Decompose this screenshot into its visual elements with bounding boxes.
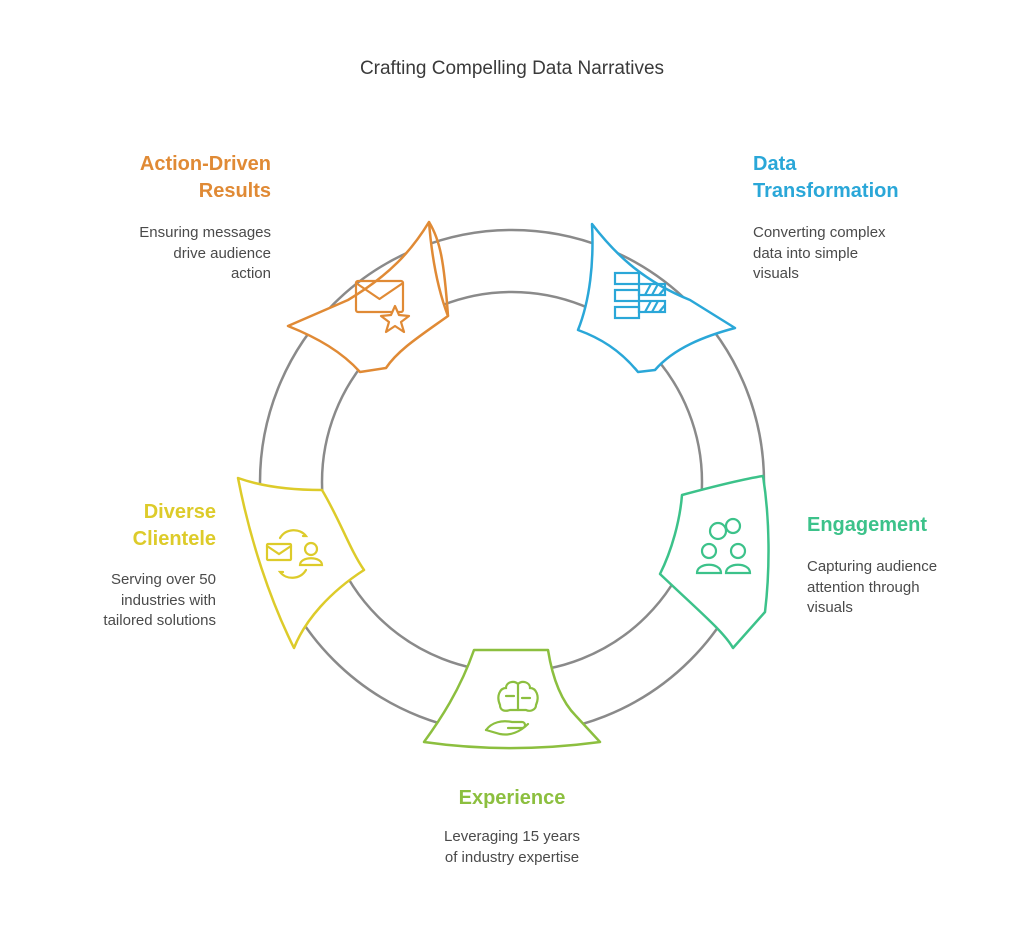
heading-line: Diverse (143, 501, 216, 523)
segment-action-driven-results[interactable] (286, 220, 450, 374)
desc-line: visuals (807, 599, 853, 616)
heading-diverse-clientele: Diverse Clientele (133, 499, 216, 553)
desc-line: Ensuring messages (139, 224, 271, 241)
segment-diverse-clientele[interactable] (236, 476, 366, 650)
heading-data-transformation: Data Transformation (753, 151, 899, 205)
heading-line: Transformation (753, 180, 899, 202)
desc-engagement: Capturing audience attention through vis… (807, 557, 937, 619)
heading-engagement: Engagement (807, 512, 927, 539)
desc-line: Serving over 50 (110, 571, 216, 588)
heading-line: Results (198, 180, 271, 202)
chart-stack-icon (613, 271, 667, 320)
desc-line: Leveraging 15 years (444, 828, 580, 845)
desc-line: of industry expertise (444, 848, 580, 866)
desc-experience: Leveraging 15 years of industry expertis… (312, 827, 712, 868)
heading-line: Experience (458, 787, 566, 809)
segment-engagement[interactable] (658, 474, 770, 650)
heading-line: Action-Driven (139, 153, 271, 175)
desc-data-transformation: Converting complex data into simple visu… (753, 223, 886, 285)
segment-data-transformation[interactable] (576, 222, 737, 374)
desc-line: visuals (753, 265, 799, 282)
desc-line: action (230, 265, 271, 282)
diagram-title: Crafting Compelling Data Narratives (359, 58, 665, 79)
heading-experience: Experience (312, 785, 712, 812)
desc-line: data into simple (753, 244, 859, 262)
desc-diverse-clientele: Serving over 50 industries with tailored… (103, 570, 216, 632)
brain-hand-icon (484, 680, 539, 736)
segment-experience[interactable] (422, 648, 602, 750)
desc-line: industries with (120, 591, 216, 609)
envelope-star-icon (354, 279, 411, 334)
message-exchange-icon (265, 529, 324, 579)
desc-line: attention through (807, 578, 920, 596)
heading-line: Engagement (807, 514, 928, 536)
desc-line: Converting complex (753, 224, 886, 241)
desc-line: tailored solutions (103, 612, 216, 629)
desc-action-driven-results: Ensuring messages drive audience action (139, 223, 271, 285)
desc-line: drive audience (173, 244, 271, 262)
heading-line: Data (753, 153, 797, 175)
heading-line: Clientele (132, 528, 216, 550)
heading-action-driven-results: Action-Driven Results (140, 151, 271, 205)
audience-icon (695, 517, 752, 575)
desc-line: Capturing audience (807, 558, 938, 575)
